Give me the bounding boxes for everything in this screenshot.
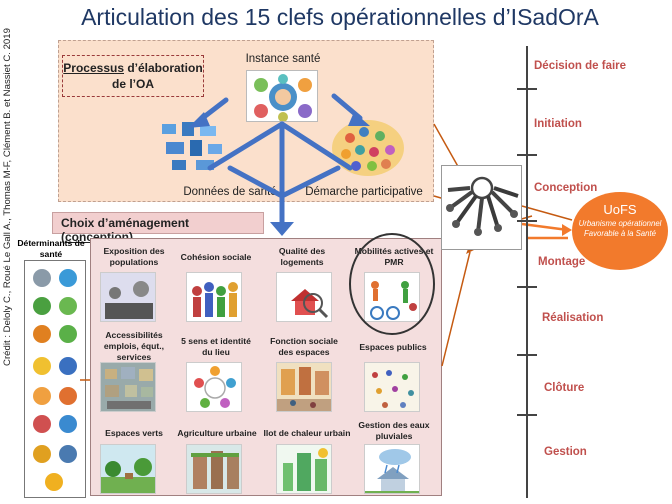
brown-connector — [521, 205, 573, 221]
coin-icon — [45, 473, 63, 491]
page-title: Articulation des 15 clefs opérationnelle… — [81, 4, 599, 30]
tile-mobilites — [364, 272, 420, 322]
timeline-label: Initiation — [534, 118, 582, 130]
grid-label: Mobilités actives et PMR — [354, 246, 434, 267]
grid-label: Gestion des eaux pluviales — [358, 420, 430, 441]
tile-fonction-sociale — [276, 362, 332, 412]
grid-label: 5 sens et identité du lieu — [181, 336, 251, 357]
timeline-axis — [526, 46, 528, 498]
grid-label: Agriculture urbaine — [177, 428, 257, 438]
warning-icon — [33, 325, 51, 343]
brown-connector — [433, 123, 461, 171]
instance-label: Instance santé — [245, 53, 321, 65]
timeline-label: Décision de faire — [534, 60, 627, 72]
determinants-box — [24, 260, 86, 498]
uofs-subtitle: Urbanisme opérationnel Favorable à la Sa… — [578, 219, 662, 238]
grid-label: Cohésion sociale — [180, 252, 252, 262]
blue-connector — [227, 165, 285, 199]
timeline-label: Gestion — [544, 446, 587, 458]
demarche-image — [330, 118, 406, 180]
thermometer-icon — [59, 357, 77, 375]
blue-arrowhead — [188, 112, 210, 128]
orange-connector — [521, 222, 569, 232]
grid-label: Espaces verts — [105, 428, 163, 438]
timeline-label: Conception — [534, 182, 598, 194]
orange-arrowhead — [562, 224, 572, 236]
tile-5-sens — [186, 362, 242, 412]
tile-espaces-publics — [364, 362, 420, 412]
noise-icon — [59, 325, 77, 343]
water-drop-icon — [59, 269, 77, 287]
cow-icon — [33, 387, 51, 405]
grid-label: Qualité des logements — [278, 246, 326, 267]
process-label-rest: d’élaboration de l’OA — [111, 61, 203, 91]
home-icon — [59, 415, 77, 433]
coin-icon — [33, 445, 51, 463]
uofs-title: UoFS — [603, 202, 637, 217]
determinants-label: Déterminants de santé — [17, 238, 85, 259]
timeline-label: Clôture — [544, 382, 585, 394]
timeline-tick — [517, 286, 537, 288]
grid-label: Ilot de chaleur urbain — [263, 428, 351, 438]
process-label-underlined: Processus — [63, 61, 124, 75]
highlight-ellipse — [349, 233, 435, 335]
timeline-tick — [517, 414, 537, 416]
grid-label: Exposition des populations — [103, 246, 165, 267]
choix-label-end: ) — [129, 230, 134, 244]
donnees-label: Données de santé — [183, 186, 277, 198]
choix-label: Choix d’aménagement (conception) — [52, 212, 264, 244]
brown-connector — [441, 251, 471, 367]
timeline-tick — [517, 354, 537, 356]
fruit-icon — [59, 387, 77, 405]
tile-agriculture — [186, 444, 242, 494]
grid-label: Espaces publics — [359, 342, 427, 352]
meal-icon — [33, 415, 51, 433]
tile-eaux-pluviales — [364, 444, 420, 494]
blue-connector — [279, 165, 341, 199]
process-label: Processus d’élaboration de l’OA — [62, 55, 204, 97]
timeline-label: Montage — [538, 256, 586, 268]
tile-espaces-verts — [100, 444, 156, 494]
uofs-ellipse: UoFS Urbanisme opérationnel Favorable à … — [572, 192, 668, 270]
timeline-tick — [517, 220, 537, 222]
factory-icon — [33, 269, 51, 287]
timeline-tick — [517, 154, 537, 156]
tile-ilot-chaleur — [276, 444, 332, 494]
donnees-image — [158, 118, 230, 176]
leaf-icon — [59, 297, 77, 315]
tile-cohesion — [186, 272, 242, 322]
grid-label: Fonction sociale des espaces — [270, 336, 338, 357]
tile-logements — [276, 272, 332, 322]
blue-arrowhead — [348, 112, 370, 126]
timeline-label: Réalisation — [542, 312, 604, 324]
tile-accessibilites — [100, 362, 156, 412]
timeline-tick — [517, 88, 537, 90]
tree-icon — [33, 297, 51, 315]
instance-image — [246, 70, 318, 122]
keys-image — [441, 165, 522, 250]
money-icon — [59, 445, 77, 463]
choix-label-bold: Choix d’aménagement ( — [61, 216, 190, 244]
blue-connector — [207, 121, 285, 171]
demarche-label: Démarche participative — [305, 186, 423, 198]
tile-exposition — [100, 272, 156, 322]
grid-label: Accessibilités emplois, équt., services — [103, 330, 165, 362]
blue-connector — [279, 121, 353, 171]
sun-icon — [33, 357, 51, 375]
blue-arrowhead — [270, 222, 294, 236]
